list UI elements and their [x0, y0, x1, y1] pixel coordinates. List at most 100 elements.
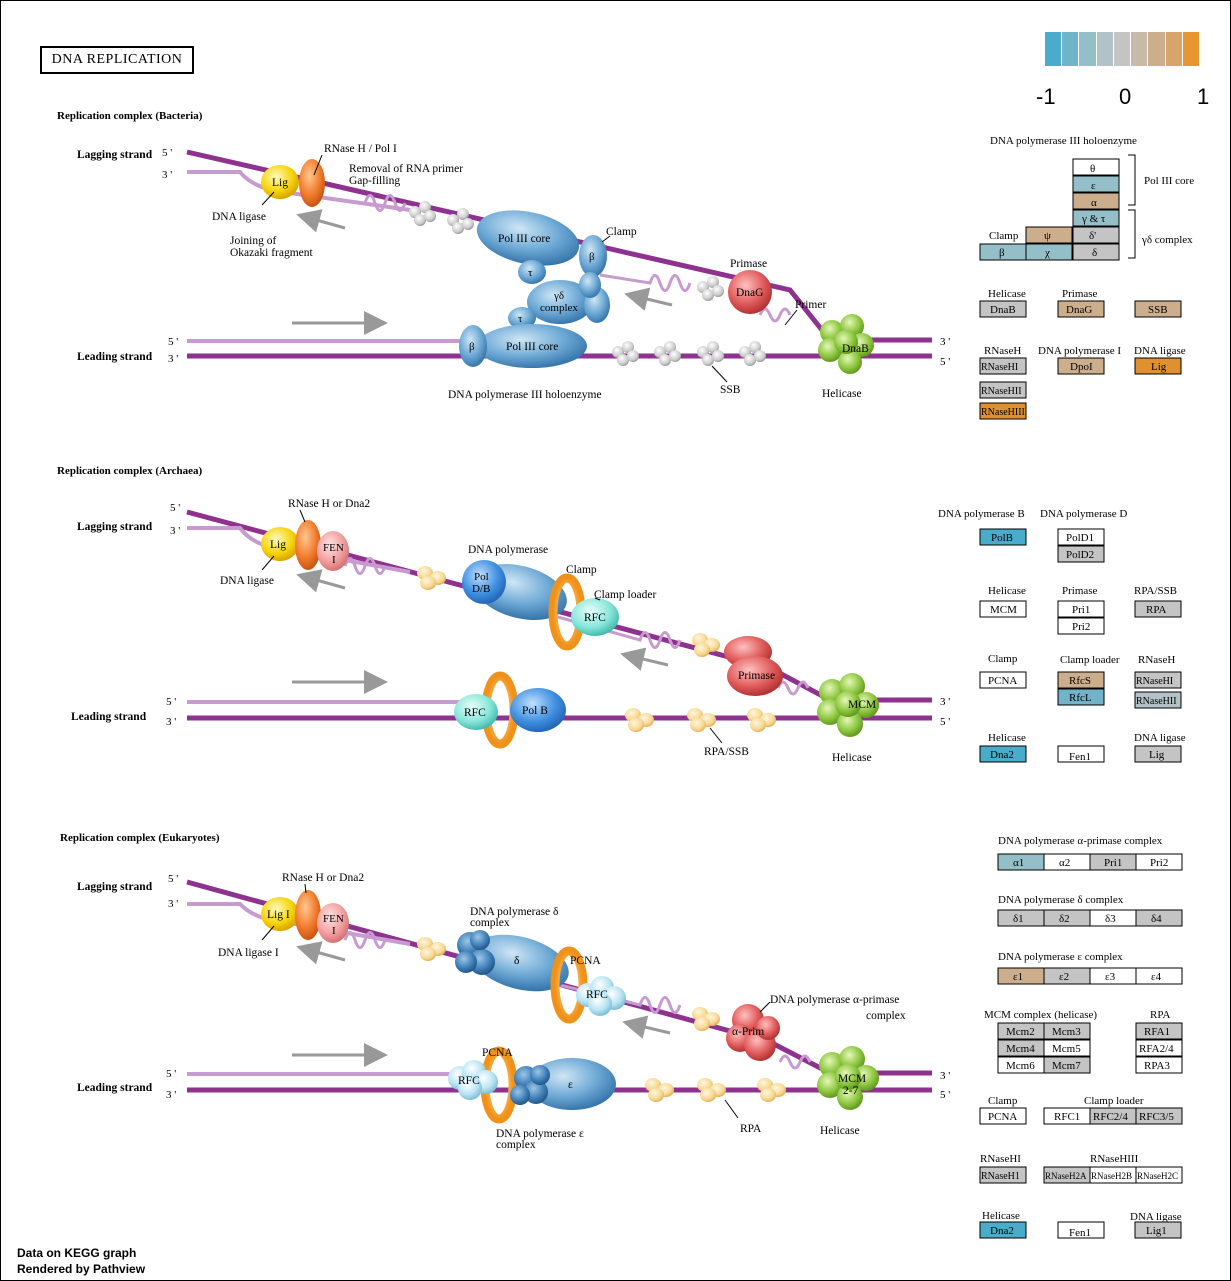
- pol-delta-subunits[interactable]: [455, 930, 495, 975]
- rnase-label: RNase H / Pol I: [324, 143, 397, 155]
- lig-i-protein[interactable]: [261, 897, 299, 931]
- epsilon-label: ε: [568, 1079, 573, 1091]
- gene-e-dna2[interactable]: [979, 1221, 1027, 1239]
- gene-e4[interactable]: [1135, 967, 1183, 985]
- gene-e-fen1[interactable]: [1057, 1221, 1105, 1239]
- gene-pcna[interactable]: [979, 671, 1027, 689]
- tau-subunit[interactable]: [508, 307, 536, 329]
- gene-rnasehii[interactable]: [979, 381, 1027, 399]
- okazaki-label: Okazaki fragment: [230, 247, 314, 259]
- gene-rfc35[interactable]: [1135, 1107, 1183, 1125]
- clamp-beta[interactable]: [579, 235, 607, 277]
- gene-rnasehi[interactable]: [979, 357, 1027, 375]
- gene-label: Lig1: [1146, 1225, 1167, 1237]
- gene-mcm5[interactable]: [1043, 1039, 1091, 1057]
- pol3-core-lagging[interactable]: [472, 202, 585, 274]
- gene-mcm3[interactable]: [1043, 1022, 1091, 1040]
- gene-dna2[interactable]: [979, 745, 1027, 763]
- gene-label: RFA1: [1144, 1026, 1170, 1038]
- gene-pold1[interactable]: [1057, 528, 1105, 546]
- gene-theta[interactable]: [1072, 158, 1120, 176]
- gene-rfcs[interactable]: [1057, 671, 1105, 689]
- gene-mcm[interactable]: [979, 600, 1027, 618]
- beta-label: β: [589, 251, 595, 263]
- gene-a-lig[interactable]: [1134, 745, 1182, 763]
- clamp-beta-leading[interactable]: [459, 325, 487, 367]
- pol-delta-body[interactable]: [465, 925, 575, 1001]
- gene-pold2[interactable]: [1057, 545, 1105, 563]
- rfc-protein-leading[interactable]: [448, 1060, 498, 1100]
- gene-label: Lig: [1151, 361, 1167, 373]
- gene-rnaseh1[interactable]: [979, 1166, 1027, 1184]
- fen1-protein[interactable]: [317, 903, 349, 943]
- gene-dnab[interactable]: [979, 300, 1027, 318]
- mcm-helicase[interactable]: [817, 1046, 879, 1110]
- end-label: 3 ': [940, 1070, 950, 1082]
- rfc-protein-leading[interactable]: [454, 694, 498, 730]
- gene-psi[interactable]: [1025, 226, 1073, 244]
- dnag-primase[interactable]: [728, 270, 772, 314]
- gene-pri1[interactable]: [1057, 600, 1105, 618]
- gene-delta-prime[interactable]: [1072, 226, 1120, 244]
- lig-protein[interactable]: [261, 527, 299, 561]
- gene-pri2[interactable]: [1057, 617, 1105, 635]
- lig-protein[interactable]: [261, 165, 299, 199]
- gene-label: RNaseHII: [1136, 696, 1177, 707]
- dnab-helicase[interactable]: [818, 314, 874, 374]
- mcm-label: MCM: [848, 699, 876, 711]
- gene-mcm7[interactable]: [1043, 1056, 1091, 1074]
- rfc-protein[interactable]: [571, 598, 619, 636]
- alpha-primase-protein[interactable]: [726, 1004, 780, 1061]
- joining-label: Joining of: [230, 235, 276, 247]
- gene-a-rnasehi[interactable]: [1134, 671, 1182, 689]
- gene-polb[interactable]: [979, 528, 1027, 546]
- gene-ssb[interactable]: [1134, 300, 1182, 318]
- pol-db-protein[interactable]: [462, 560, 506, 604]
- gd-side[interactable]: [579, 272, 601, 298]
- fen1-protein[interactable]: [317, 531, 349, 571]
- gene-dpoi[interactable]: [1057, 357, 1105, 375]
- gene-dnag[interactable]: [1057, 300, 1105, 318]
- gene-delta[interactable]: [1072, 243, 1120, 261]
- gene-label: RNaseHIII: [981, 407, 1025, 418]
- gene-e-pcna[interactable]: [979, 1107, 1027, 1125]
- gene-rnasehiii[interactable]: [979, 402, 1027, 420]
- gd-complex[interactable]: [527, 280, 593, 324]
- gene-chi[interactable]: [1025, 243, 1073, 261]
- direction-arrow: [296, 209, 346, 233]
- pol-epsilon-body[interactable]: [528, 1058, 616, 1110]
- polb-protein[interactable]: [510, 688, 566, 732]
- rnase-protein[interactable]: [295, 520, 321, 570]
- gene-rpa1[interactable]: [1135, 1022, 1183, 1040]
- rfc-protein[interactable]: [576, 976, 626, 1016]
- gene-lig1[interactable]: [1134, 1221, 1182, 1239]
- gene-h2c[interactable]: [1135, 1166, 1183, 1184]
- pol-epsilon-subunits[interactable]: [510, 1065, 550, 1105]
- tau-subunit[interactable]: [518, 260, 546, 284]
- rnase-pol1-protein[interactable]: [299, 159, 325, 207]
- gene-gamma-tau[interactable]: [1072, 209, 1120, 227]
- mcm-helicase[interactable]: [817, 673, 879, 737]
- gene-lig[interactable]: [1134, 357, 1182, 375]
- helicase-label: Helicase: [820, 1125, 860, 1137]
- gene-rpa24[interactable]: [1135, 1039, 1183, 1057]
- gene-label: Pri1: [1072, 604, 1090, 616]
- gene-rfcl[interactable]: [1057, 688, 1105, 706]
- legend-max: 1: [1197, 84, 1210, 109]
- primase-protein[interactable]: [724, 636, 783, 696]
- bracket: [1128, 154, 1136, 206]
- gene-e-pri2[interactable]: [1135, 853, 1183, 871]
- gene-rpa3[interactable]: [1135, 1056, 1183, 1074]
- gene-fen1[interactable]: [1057, 745, 1105, 763]
- gene-label: Fen1: [1069, 751, 1091, 763]
- leading-strand-label: Leading strand: [71, 711, 147, 723]
- pol-epsilon-label: DNA polymerase ε: [496, 1128, 584, 1140]
- pol3-core-leading[interactable]: [477, 324, 587, 368]
- gene-d4[interactable]: [1135, 909, 1183, 927]
- gene-alpha[interactable]: [1072, 192, 1120, 210]
- rnase-protein[interactable]: [295, 890, 321, 940]
- gene-a-rnasehii[interactable]: [1134, 691, 1182, 709]
- gene-epsilon[interactable]: [1072, 175, 1120, 193]
- gene-rpa[interactable]: [1134, 600, 1182, 618]
